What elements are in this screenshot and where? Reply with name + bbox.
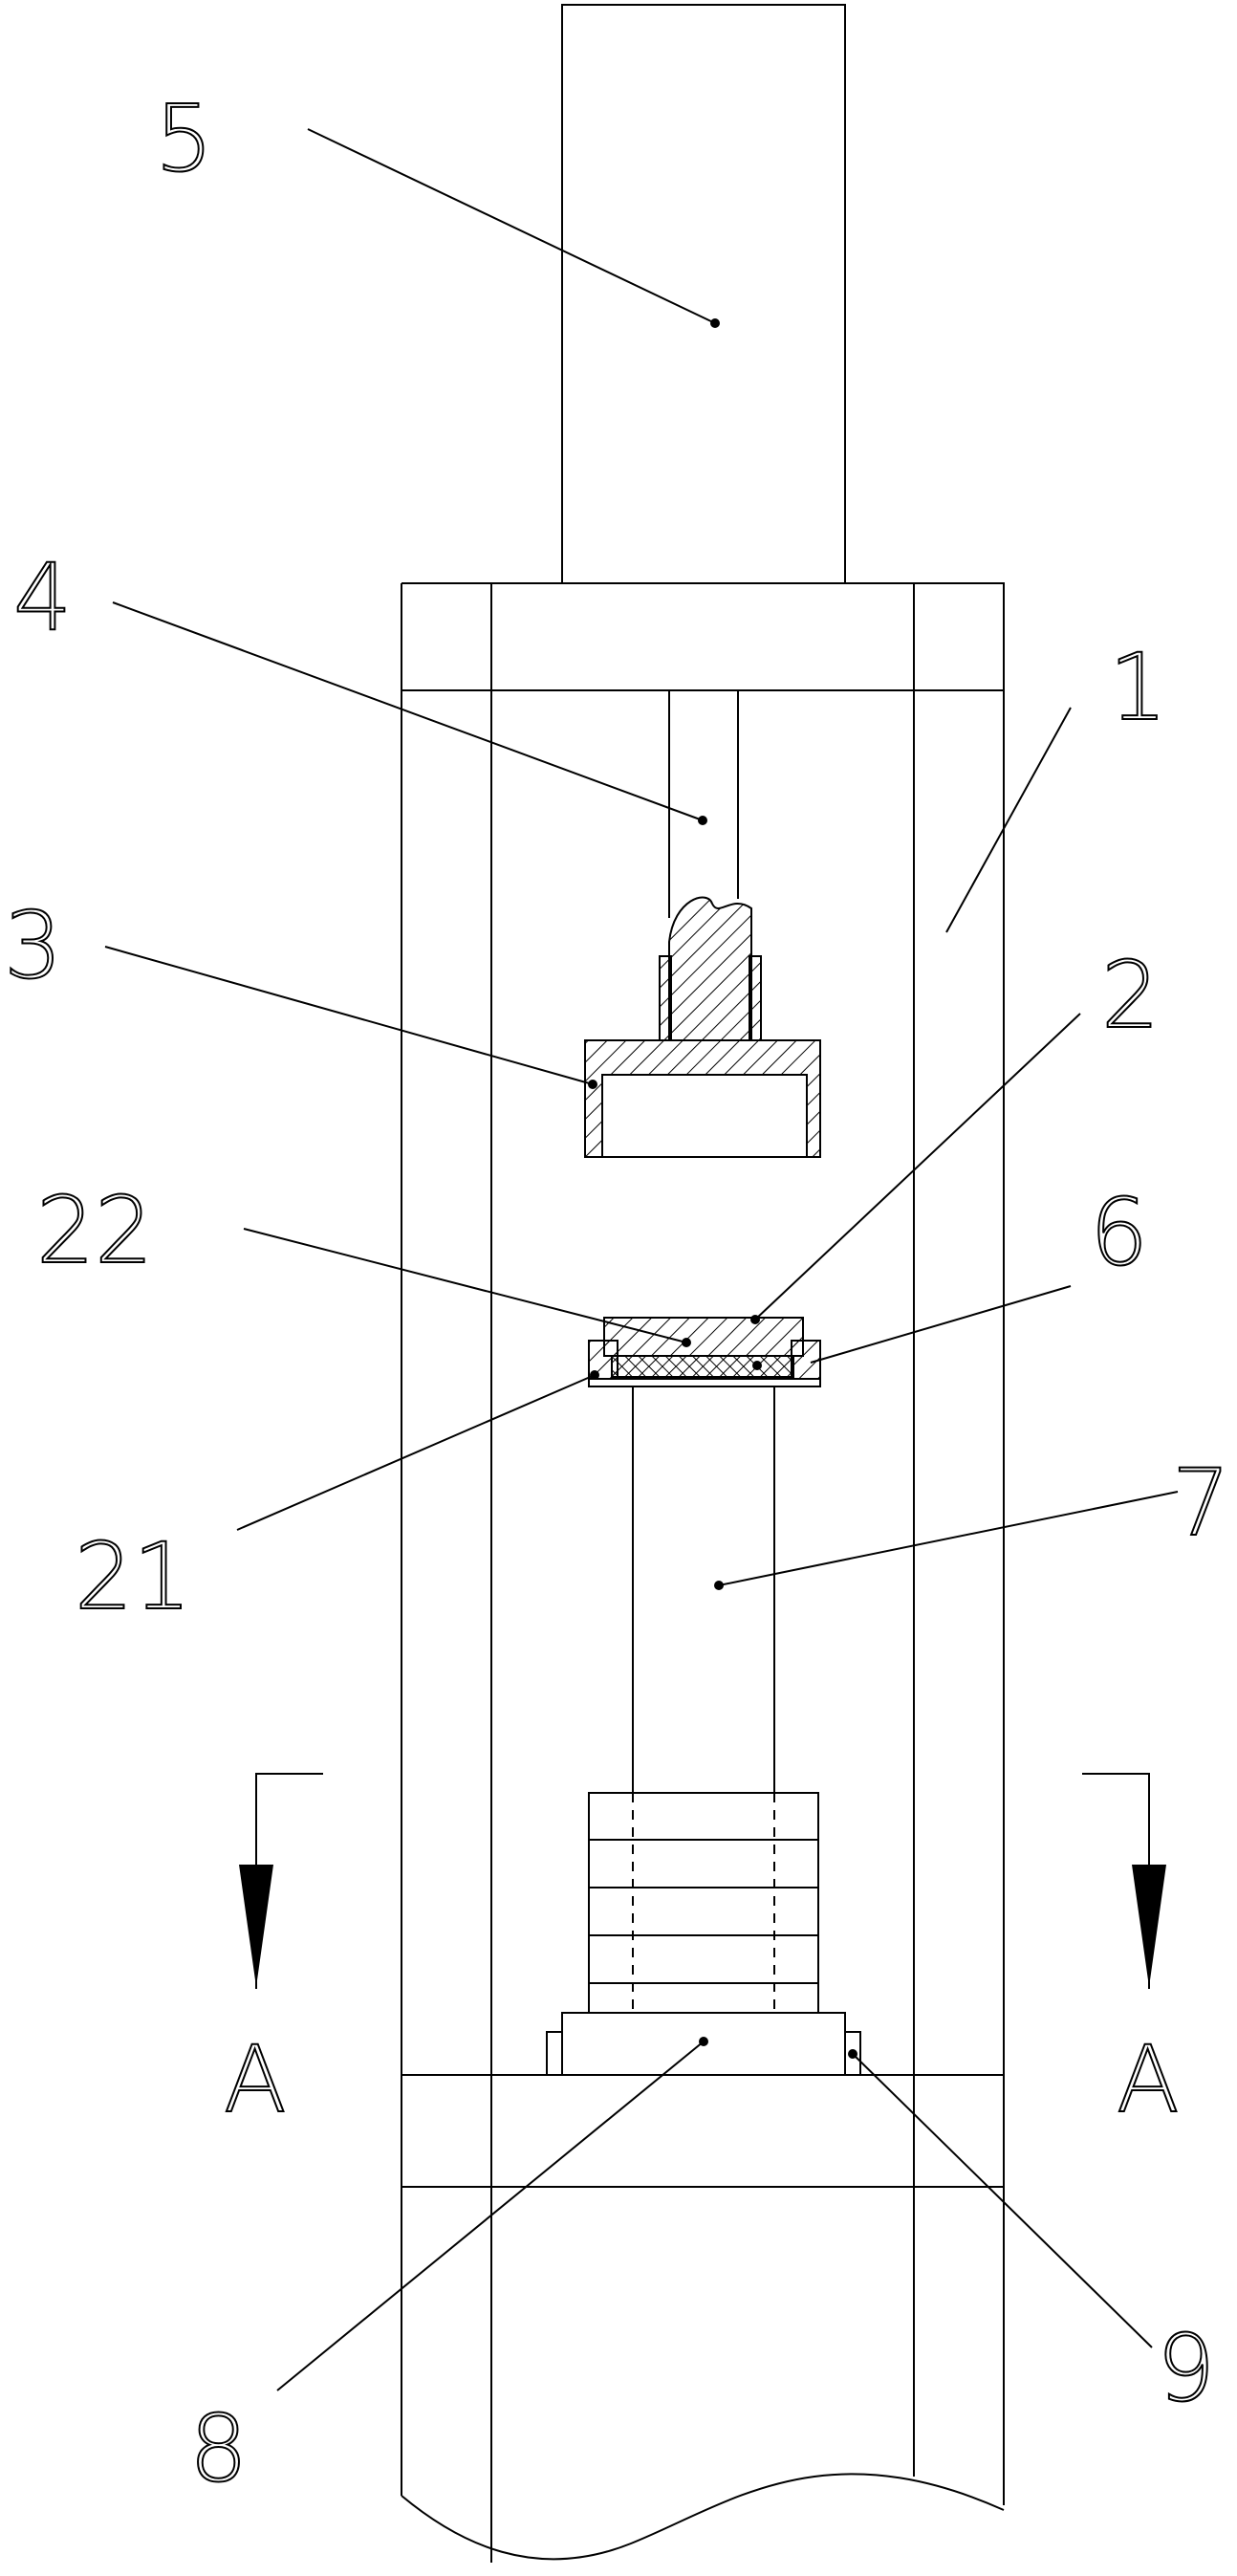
actuator-cylinder [561, 4, 846, 584]
label-2: 2 [1101, 942, 1160, 1049]
upper-die [584, 1039, 821, 1158]
support-column [632, 1386, 775, 1793]
label-A-left: A [224, 2026, 287, 2133]
rod-end [668, 896, 752, 1041]
leader-dots [588, 318, 857, 2059]
label-1: 1 [1109, 634, 1167, 741]
label-3: 3 [4, 892, 62, 999]
label-8: 8 [189, 2395, 248, 2502]
rod-sleeve-left [659, 955, 672, 1041]
label-A-right: A [1117, 2026, 1180, 2133]
label-5: 5 [155, 85, 213, 192]
label-9: 9 [1157, 2315, 1215, 2422]
label-22: 22 [36, 1177, 153, 1284]
rod-sleeve-right [749, 955, 762, 1041]
piston-rod [668, 690, 739, 918]
base-flange-left [546, 2031, 563, 2076]
weight-stack [588, 1792, 819, 2014]
leader-lines [104, 128, 1179, 2391]
frame [401, 582, 1005, 2563]
section-arrow-left [239, 1773, 323, 1989]
label-4: 4 [13, 544, 72, 651]
die-base-plate [588, 1378, 821, 1387]
label-6: 6 [1090, 1179, 1148, 1286]
label-7: 7 [1172, 1450, 1230, 1557]
base-flange-right [844, 2031, 861, 2076]
section-arrow-right [1082, 1773, 1166, 1989]
part-6-right-clamp [791, 1340, 821, 1380]
label-21: 21 [75, 1523, 191, 1630]
part-2-block [603, 1317, 804, 1357]
part-22-layer [611, 1355, 794, 1378]
